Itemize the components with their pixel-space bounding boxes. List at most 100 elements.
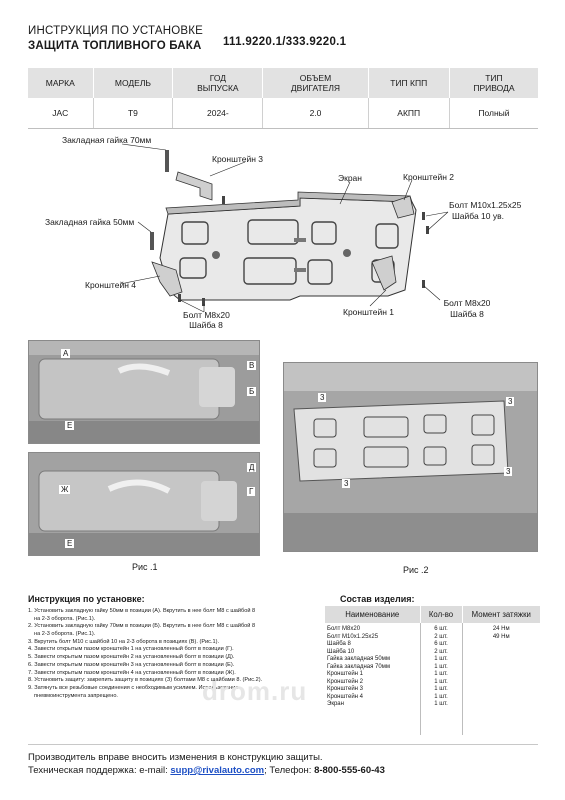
embedded-nut-70 [165,150,169,172]
label-bracket-3: Кронштейн 3 [212,154,263,164]
callout-leaders [119,143,449,313]
label-bracket-2: Кронштейн 2 [403,172,454,182]
col-qty-header: Кол-во [420,606,463,623]
instruction-step: 7. Завести открытым пазом кронштейн 4 на… [28,669,236,676]
spec-engine: 2.0 [262,98,369,129]
mark-b: Б [247,387,257,396]
bolt-icons [178,196,429,306]
instruction-step: 5. Завести открытым пазом кронштейн 2 на… [28,654,235,661]
bracket-1 [371,255,397,291]
title-line-1: ИНСТРУКЦИЯ ПО УСТАНОВКЕ [28,25,204,37]
footer-support: Техническая поддержка: e-mail: supp@riva… [28,765,385,776]
spec-gearbox: АКПП [368,98,450,129]
photo-fig2: 3 3 3 3 [283,362,538,552]
instruction-step: на 2-3 оборота. (Рис.1). [34,615,96,622]
col-name-header: Наименование [325,606,421,623]
title-line-2: ЗАЩИТА ТОПЛИВНОГО БАКА [28,40,202,52]
label-washer-8-right: Шайба 8 [450,309,484,319]
installed-shield-image [284,363,537,551]
label-bracket-1: Кронштейн 1 [343,307,394,317]
mark-g: Г [247,487,256,496]
label-nut-70: Закладная гайка 70мм [62,135,152,145]
label-bolt-m10: Болт М10х1.25х25 [449,200,522,210]
mark-d: Д [247,463,257,472]
spec-model: T9 [93,98,174,129]
spec-drive: Полный [449,98,538,129]
fig1-caption: Рис .1 [132,562,158,572]
label-bolt-m8-right: Болт М8х20 [443,298,491,308]
phone-label: ; Телефон: [264,765,315,776]
label-washer-8-left: Шайба 8 [189,320,223,330]
spec-make: JAC [28,98,94,129]
label-screen: Экран [338,173,362,183]
fig2-caption: Рис .2 [403,565,429,575]
spec-header-model: МОДЕЛЬ [93,68,174,98]
footer-divider [28,744,538,745]
embedded-nut-50 [150,232,154,250]
bracket-2 [391,195,415,219]
spec-header-gearbox: ТИП КПП [368,68,450,98]
instruction-step: 4. Завести открытым пазом кронштейн 1 на… [28,646,234,653]
shield-plate [159,191,417,301]
label-washer-10: Шайба 10 ув. [452,211,504,221]
mark-e2: Е [65,539,75,548]
instruction-step: 2. Установить закладную гайку 70мм в поз… [28,623,256,630]
instruction-step: 6. Завести открытым пазом кронштейн 3 на… [28,661,235,668]
instruction-step: 3. Вкрутить болт М10 с шайбой 10 на 2-3 … [28,638,220,645]
photo-fig1-top: А В Б Е [28,340,260,444]
instruction-step: 9. Затянуть все резьбовые соединения с н… [28,684,239,691]
components-header-row: Наименование Кол-во Момент затяжки [325,606,540,623]
spec-year: 2024- [172,98,264,129]
col-torque-header: Момент затяжки [462,606,540,623]
table-row-blank [325,708,540,735]
bracket-3 [175,171,213,201]
instruction-step: 8. Установить защиту: закрепить защиту в… [28,677,263,684]
mark-a: А [61,349,71,358]
bracket-4 [151,261,183,297]
mark-z-3: 3 [342,479,351,488]
document-header: ИНСТРУКЦИЯ ПО УСТАНОВКЕ ЗАЩИТА ТОПЛИВНОГ… [28,24,203,54]
label-nut-50: Закладная гайка 50мм [45,217,135,227]
instruction-step: на 2-3 оборота. (Рис.1). [34,631,96,638]
spec-value-row: JAC T9 2024- 2.0 АКПП Полный [28,98,538,129]
components-table: Наименование Кол-во Момент затяжки Болт … [325,606,540,735]
watermark: drom.ru [202,676,308,706]
instructions-list: 1. Установить закладную гайку 50мм в поз… [28,608,313,700]
mark-z-2: 3 [506,397,515,406]
instruction-step: пневмоинструмента запрещено. [34,692,118,699]
mark-zh: Ж [59,485,71,494]
spec-header-make: МАРКА [28,68,94,98]
support-label: Техническая поддержка: e-mail: [28,765,171,776]
mark-z-4: 3 [504,467,513,476]
footer-disclaimer: Производитель вправе вносить изменения в… [28,752,323,763]
mark-e: Е [65,421,75,430]
part-numbers: 111.9220.1/333.9220.1 [223,36,347,48]
components-title: Состав изделия: [340,594,415,604]
mark-z-1: 3 [318,393,327,402]
photo-fig1-bottom: Ж Д Г Е [28,452,260,556]
support-email-link[interactable]: supp@rivalauto.com [170,765,265,776]
mark-v: В [247,361,257,370]
support-phone[interactable]: 8-800-555-60-43 [314,765,385,776]
instructions-title: Инструкция по установке: [28,594,145,604]
instruction-step: 1. Установить закладную гайку 50мм в поз… [28,608,256,614]
label-bolt-m8-left: Болт М8х20 [183,310,230,320]
undercarriage-image [29,341,259,443]
undercarriage-image [29,453,259,555]
label-bracket-4: Кронштейн 4 [85,280,136,290]
